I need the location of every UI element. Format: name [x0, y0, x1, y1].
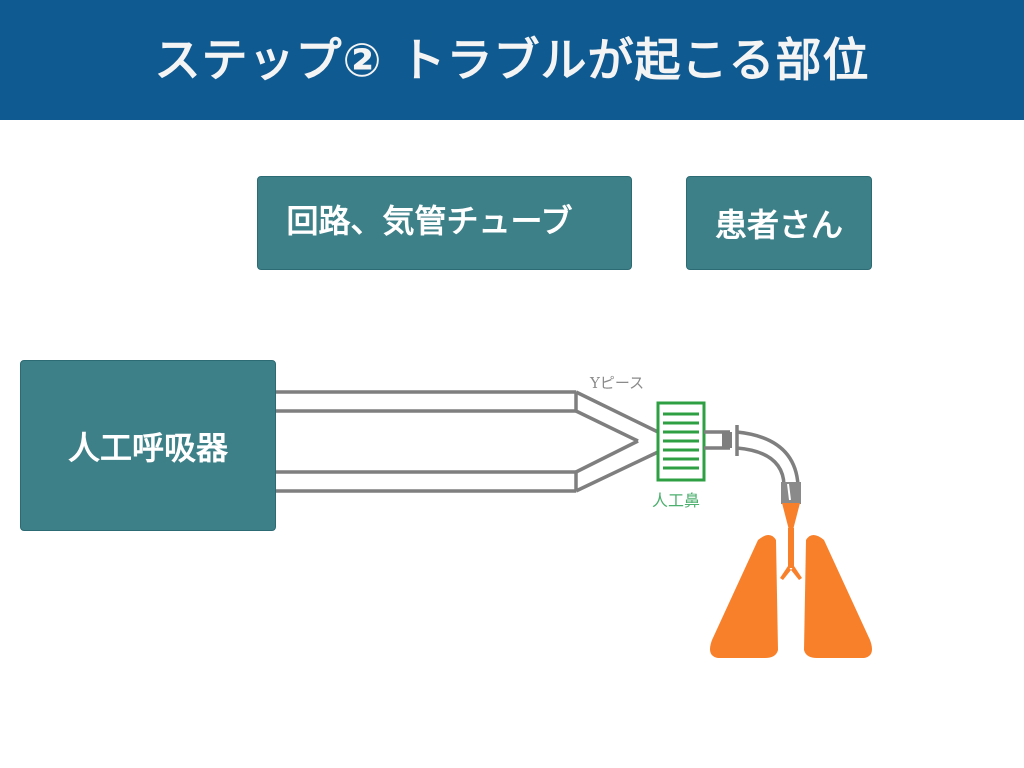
hme-filter-icon — [656, 401, 706, 482]
y-piece-icon — [575, 390, 659, 493]
hme-label: 人工鼻 — [652, 491, 700, 510]
header-bar — [0, 0, 1024, 120]
patient-category: 患者さん — [686, 176, 872, 270]
circuit-tube-category: 回路、気管チューブ — [257, 176, 632, 270]
y-piece-label: Yピース — [589, 374, 644, 392]
ventilator-box: 人工呼吸器 — [20, 360, 276, 531]
circuit-tubes — [276, 390, 578, 493]
endotracheal-tube-icon — [704, 425, 801, 504]
lungs-icon — [710, 503, 872, 658]
page-title: ステップ② トラブルが起こる部位 — [154, 33, 870, 87]
